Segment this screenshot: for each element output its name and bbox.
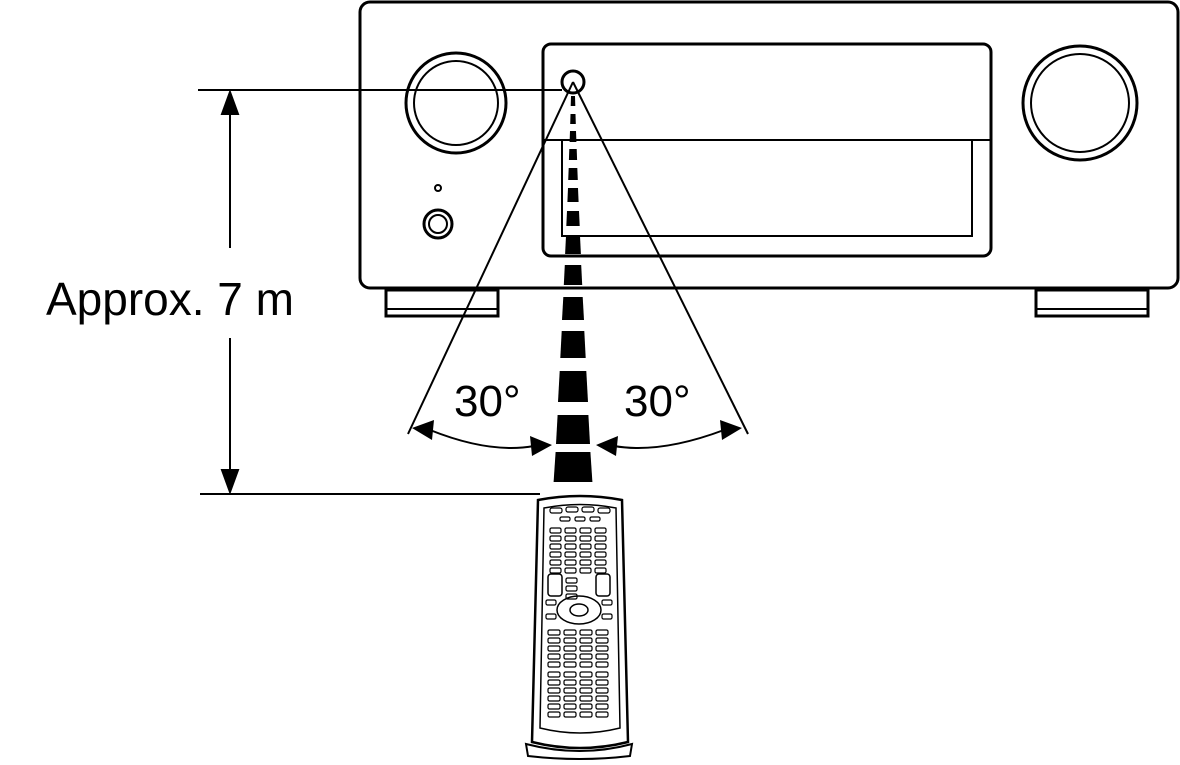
remote-button bbox=[595, 629, 609, 636]
remote-button bbox=[579, 687, 593, 694]
remote-button bbox=[579, 671, 593, 678]
remote-button bbox=[547, 671, 561, 678]
remote-button bbox=[579, 527, 592, 534]
remote-button bbox=[595, 695, 609, 702]
remote-button bbox=[579, 551, 592, 558]
remote-button bbox=[579, 567, 592, 574]
angle-arc-left bbox=[412, 420, 552, 456]
remote-button bbox=[549, 559, 562, 566]
remote-button bbox=[595, 703, 609, 710]
remote-button bbox=[579, 653, 593, 660]
remote-button bbox=[547, 661, 561, 668]
remote-button bbox=[563, 661, 577, 668]
remote-button bbox=[545, 613, 557, 620]
remote-button bbox=[594, 559, 607, 566]
remote-button bbox=[563, 711, 577, 718]
remote-button bbox=[547, 629, 561, 636]
angle-label-right: 30° bbox=[624, 377, 691, 426]
remote-button bbox=[564, 543, 577, 550]
remote-button bbox=[563, 687, 577, 694]
distance-label: Approx. 7 m bbox=[44, 273, 296, 325]
remote-button bbox=[563, 695, 577, 702]
remote-button bbox=[563, 679, 577, 686]
remote-button bbox=[579, 711, 593, 718]
av-receiver-icon bbox=[358, 0, 1180, 318]
remote-button bbox=[547, 687, 561, 694]
remote-button bbox=[547, 653, 561, 660]
remote-button bbox=[594, 543, 607, 550]
remote-button bbox=[595, 711, 609, 718]
angle-arc-right bbox=[596, 420, 742, 456]
remote-button bbox=[564, 567, 577, 574]
remote-button bbox=[601, 613, 613, 620]
remote-button bbox=[595, 671, 609, 678]
remote-button bbox=[545, 599, 557, 606]
remote-button bbox=[563, 645, 577, 652]
reception-cone bbox=[407, 81, 749, 435]
remote-button bbox=[601, 599, 613, 606]
remote-button bbox=[549, 527, 562, 534]
remote-button bbox=[564, 535, 577, 542]
remote-button-grid bbox=[545, 527, 613, 718]
remote-dpad bbox=[547, 573, 611, 625]
remote-button bbox=[549, 543, 562, 550]
remote-button bbox=[565, 577, 578, 584]
remote-button bbox=[563, 629, 577, 636]
remote-button bbox=[547, 645, 561, 652]
remote-button bbox=[547, 679, 561, 686]
remote-button bbox=[549, 567, 562, 574]
remote-button bbox=[579, 629, 593, 636]
remote-button bbox=[564, 551, 577, 558]
remote-button bbox=[547, 703, 561, 710]
remote-button bbox=[579, 559, 592, 566]
remote-button bbox=[595, 679, 609, 686]
remote-button bbox=[565, 585, 578, 592]
remote-button bbox=[579, 679, 593, 686]
remote-button bbox=[595, 687, 609, 694]
remote-button bbox=[547, 637, 561, 644]
remote-button bbox=[594, 527, 607, 534]
signal-beam-icon bbox=[553, 96, 593, 482]
remote-button bbox=[579, 645, 593, 652]
remote-button bbox=[549, 551, 562, 558]
remote-button bbox=[579, 637, 593, 644]
remote-button bbox=[595, 637, 609, 644]
remote-button bbox=[595, 653, 609, 660]
height-reference-lines bbox=[198, 89, 562, 495]
double-arrow-icon bbox=[220, 89, 240, 495]
remote-button bbox=[579, 703, 593, 710]
remote-button bbox=[594, 551, 607, 558]
remote-button bbox=[563, 637, 577, 644]
angle-label-left: 30° bbox=[454, 377, 521, 426]
remote-button bbox=[595, 645, 609, 652]
remote-button bbox=[579, 695, 593, 702]
remote-button bbox=[594, 567, 607, 574]
remote-button bbox=[595, 661, 609, 668]
remote-button bbox=[579, 543, 592, 550]
remote-button bbox=[547, 711, 561, 718]
remote-button bbox=[547, 695, 561, 702]
remote-button bbox=[563, 671, 577, 678]
remote-control-icon bbox=[524, 494, 634, 760]
remote-button bbox=[549, 535, 562, 542]
remote-button bbox=[594, 535, 607, 542]
remote-button bbox=[579, 661, 593, 668]
remote-button bbox=[564, 527, 577, 534]
remote-button bbox=[579, 535, 592, 542]
remote-button bbox=[563, 703, 577, 710]
remote-button bbox=[564, 559, 577, 566]
remote-button bbox=[563, 653, 577, 660]
